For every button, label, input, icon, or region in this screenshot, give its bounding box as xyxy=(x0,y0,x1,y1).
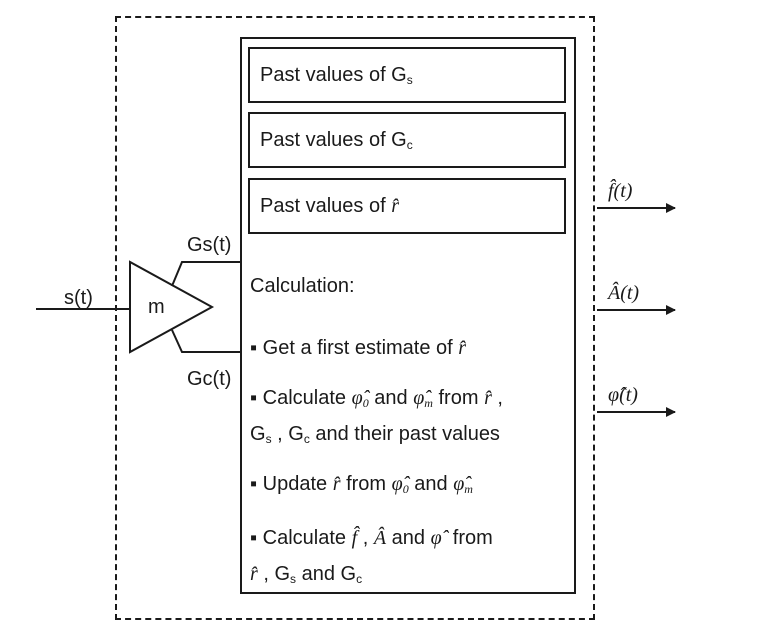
step1-text: Get a first estimate of xyxy=(262,337,453,359)
memory-gc-box: Past values of Gc xyxy=(248,112,566,168)
calc-step-4-line2: r̂ , Gs and Gc xyxy=(250,562,362,591)
step3-phi0: φ̂ xyxy=(391,473,403,495)
step4-sep1: , xyxy=(362,527,369,549)
calc-step-1: ▪ Get a first estimate of r̂ xyxy=(250,336,466,360)
step2-bullet: ▪ xyxy=(250,387,258,409)
step4-from: from xyxy=(452,527,493,549)
step4-r: r̂ xyxy=(250,563,258,585)
gs-output-label: Gs(t) xyxy=(187,234,232,256)
step2-gs: G xyxy=(250,423,266,445)
step3-text: Update xyxy=(262,473,328,495)
step4-gs-sub: s xyxy=(290,572,297,586)
memory-gs-sub: s xyxy=(406,73,413,87)
memory-r-symbol: r̂ xyxy=(391,195,399,217)
step2-phim: φ̂ xyxy=(413,387,425,409)
step4-phi: φ̂ xyxy=(430,527,442,549)
step2-text: Calculate xyxy=(262,387,347,409)
memory-gs-box: Past values of Gs xyxy=(248,47,566,103)
mixer-label: m xyxy=(148,296,165,318)
gc-line xyxy=(171,329,240,353)
calc-step-2-line2: Gs , Gc and their past values xyxy=(250,422,500,451)
step4-bullet: ▪ xyxy=(250,527,258,549)
step4-f: f̂ xyxy=(351,527,358,549)
step3-phim-sub: m xyxy=(464,482,473,496)
output-phi-label: φ̂(t) xyxy=(608,384,638,406)
step2-phi0-sub: 0 xyxy=(362,396,369,410)
mixer-triangle xyxy=(129,260,215,354)
step3-phim: φ̂ xyxy=(453,473,465,495)
step2-tail: , xyxy=(497,387,503,409)
memory-gc-text: Past values of G xyxy=(260,129,407,151)
output-a-label: Â(t) xyxy=(608,282,640,304)
gc-output-label: Gc(t) xyxy=(187,368,232,390)
memory-gc-sub: c xyxy=(406,138,413,152)
step2-rest: and their past values xyxy=(315,423,500,445)
system-boundary xyxy=(115,16,595,620)
step4-a: Â xyxy=(373,527,387,549)
step3-from: from xyxy=(346,473,387,495)
calculation-title: Calculation: xyxy=(250,275,355,297)
input-signal-label: s(t) xyxy=(64,287,93,309)
calc-step-2: ▪ Calculate φ̂0 and φ̂m from r̂ , xyxy=(250,386,503,415)
step1-r-symbol: r̂ xyxy=(458,337,467,359)
step2-sep: , xyxy=(277,423,283,445)
step2-gc: G xyxy=(288,423,304,445)
step3-and: and xyxy=(414,473,448,495)
calc-step-4: ▪ Calculate f̂ , Â and φ̂ from xyxy=(250,526,493,550)
step2-gs-sub: s xyxy=(265,432,272,446)
memory-r-box: Past values of r̂ xyxy=(248,178,566,234)
step4-gc-sub: c xyxy=(356,572,363,586)
processor-block xyxy=(240,37,576,594)
memory-gs-text: Past values of G xyxy=(260,64,407,86)
step4-and: and xyxy=(391,527,426,549)
step4-sep2: , xyxy=(263,563,269,585)
step4-and2: and xyxy=(301,563,335,585)
step2-from: from xyxy=(438,387,479,409)
gs-line xyxy=(171,261,240,287)
step3-bullet: ▪ xyxy=(250,473,258,495)
step2-gc-sub: c xyxy=(303,432,310,446)
calc-step-3: ▪ Update r̂ from φ̂0 and φ̂m xyxy=(250,472,473,501)
step2-r: r̂ xyxy=(484,387,492,409)
output-f-label: f̂(t) xyxy=(608,180,633,202)
step4-text: Calculate xyxy=(262,527,347,549)
step4-gs: G xyxy=(274,563,291,585)
step1-bullet: ▪ xyxy=(250,337,258,359)
step3-phi0-sub: 0 xyxy=(402,482,409,496)
step2-phim-sub: m xyxy=(424,396,433,410)
memory-r-text: Past values of xyxy=(260,195,386,217)
step4-gc: G xyxy=(340,563,357,585)
step2-and: and xyxy=(374,387,408,409)
step2-phi0: φ̂ xyxy=(351,387,363,409)
step3-r: r̂ xyxy=(332,473,341,495)
